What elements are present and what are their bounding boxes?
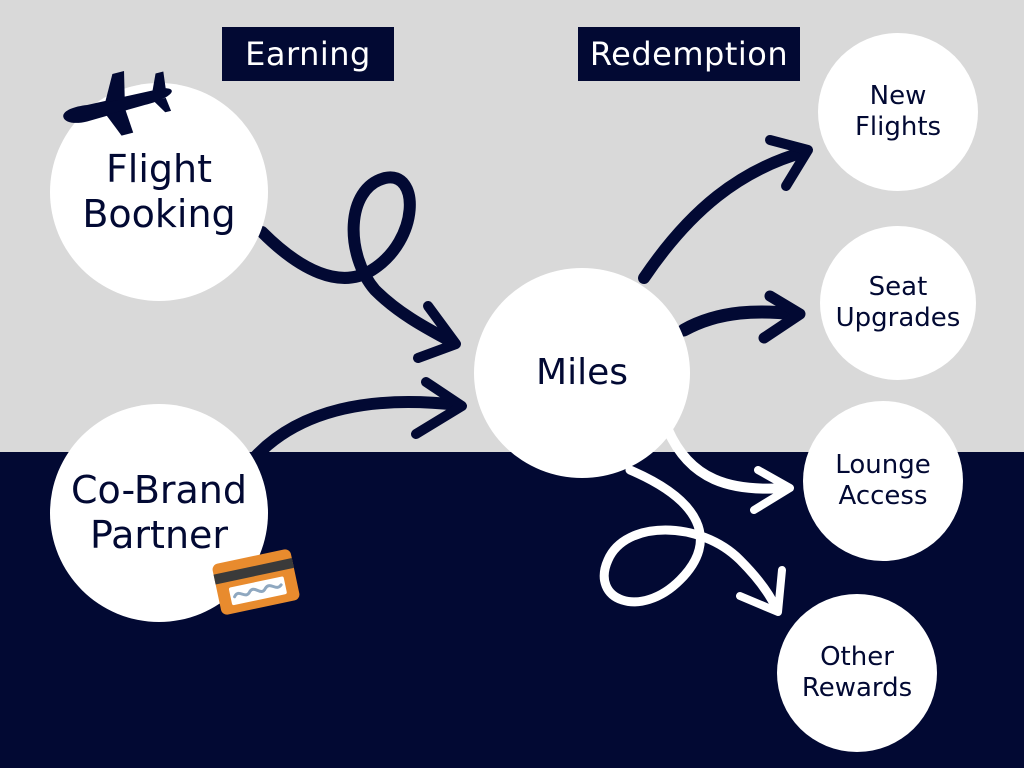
arrowhead-seat-upgrades	[758, 290, 806, 344]
airplane-icon	[63, 71, 172, 136]
edge-miles-to-seat-upgrades	[677, 305, 803, 337]
edge-miles-to-lounge-access	[663, 425, 791, 494]
node-miles: Miles	[474, 268, 690, 478]
arrowhead-other-rewards	[736, 566, 786, 616]
node-co-brand-partner: Co-Brand Partner	[50, 404, 268, 622]
redemption-header-text: Redemption	[589, 35, 789, 73]
arrowhead-flight-booking	[413, 301, 461, 363]
edge-miles-to-other-rewards	[599, 465, 781, 613]
node-co-brand-partner-label: Co-Brand Partner	[70, 468, 248, 557]
node-flight-booking-label: Flight Booking	[82, 147, 236, 236]
edge-miles-to-new-flights	[638, 146, 810, 284]
earning-header: Earning	[222, 27, 394, 81]
redemption-header: Redemption	[578, 27, 800, 81]
node-new-flights: New Flights	[818, 33, 978, 191]
arrowhead-new-flights	[765, 135, 813, 191]
earning-header-text: Earning	[245, 35, 371, 73]
node-seat-upgrades: Seat Upgrades	[820, 226, 976, 380]
node-miles-label: Miles	[536, 351, 628, 393]
edge-cobrand-to-miles	[250, 396, 464, 462]
arrowhead-cobrand	[411, 377, 467, 439]
node-new-flights-label: New Flights	[854, 81, 942, 142]
node-other-rewards-label: Other Rewards	[801, 642, 913, 703]
edge-flight-booking-to-miles	[256, 171, 458, 348]
node-lounge-access-label: Lounge Access	[835, 450, 931, 511]
credit-card-icon	[212, 549, 300, 615]
node-seat-upgrades-label: Seat Upgrades	[835, 272, 961, 333]
arrowhead-lounge-access	[750, 466, 794, 514]
node-lounge-access: Lounge Access	[803, 401, 963, 561]
node-other-rewards: Other Rewards	[777, 594, 937, 752]
